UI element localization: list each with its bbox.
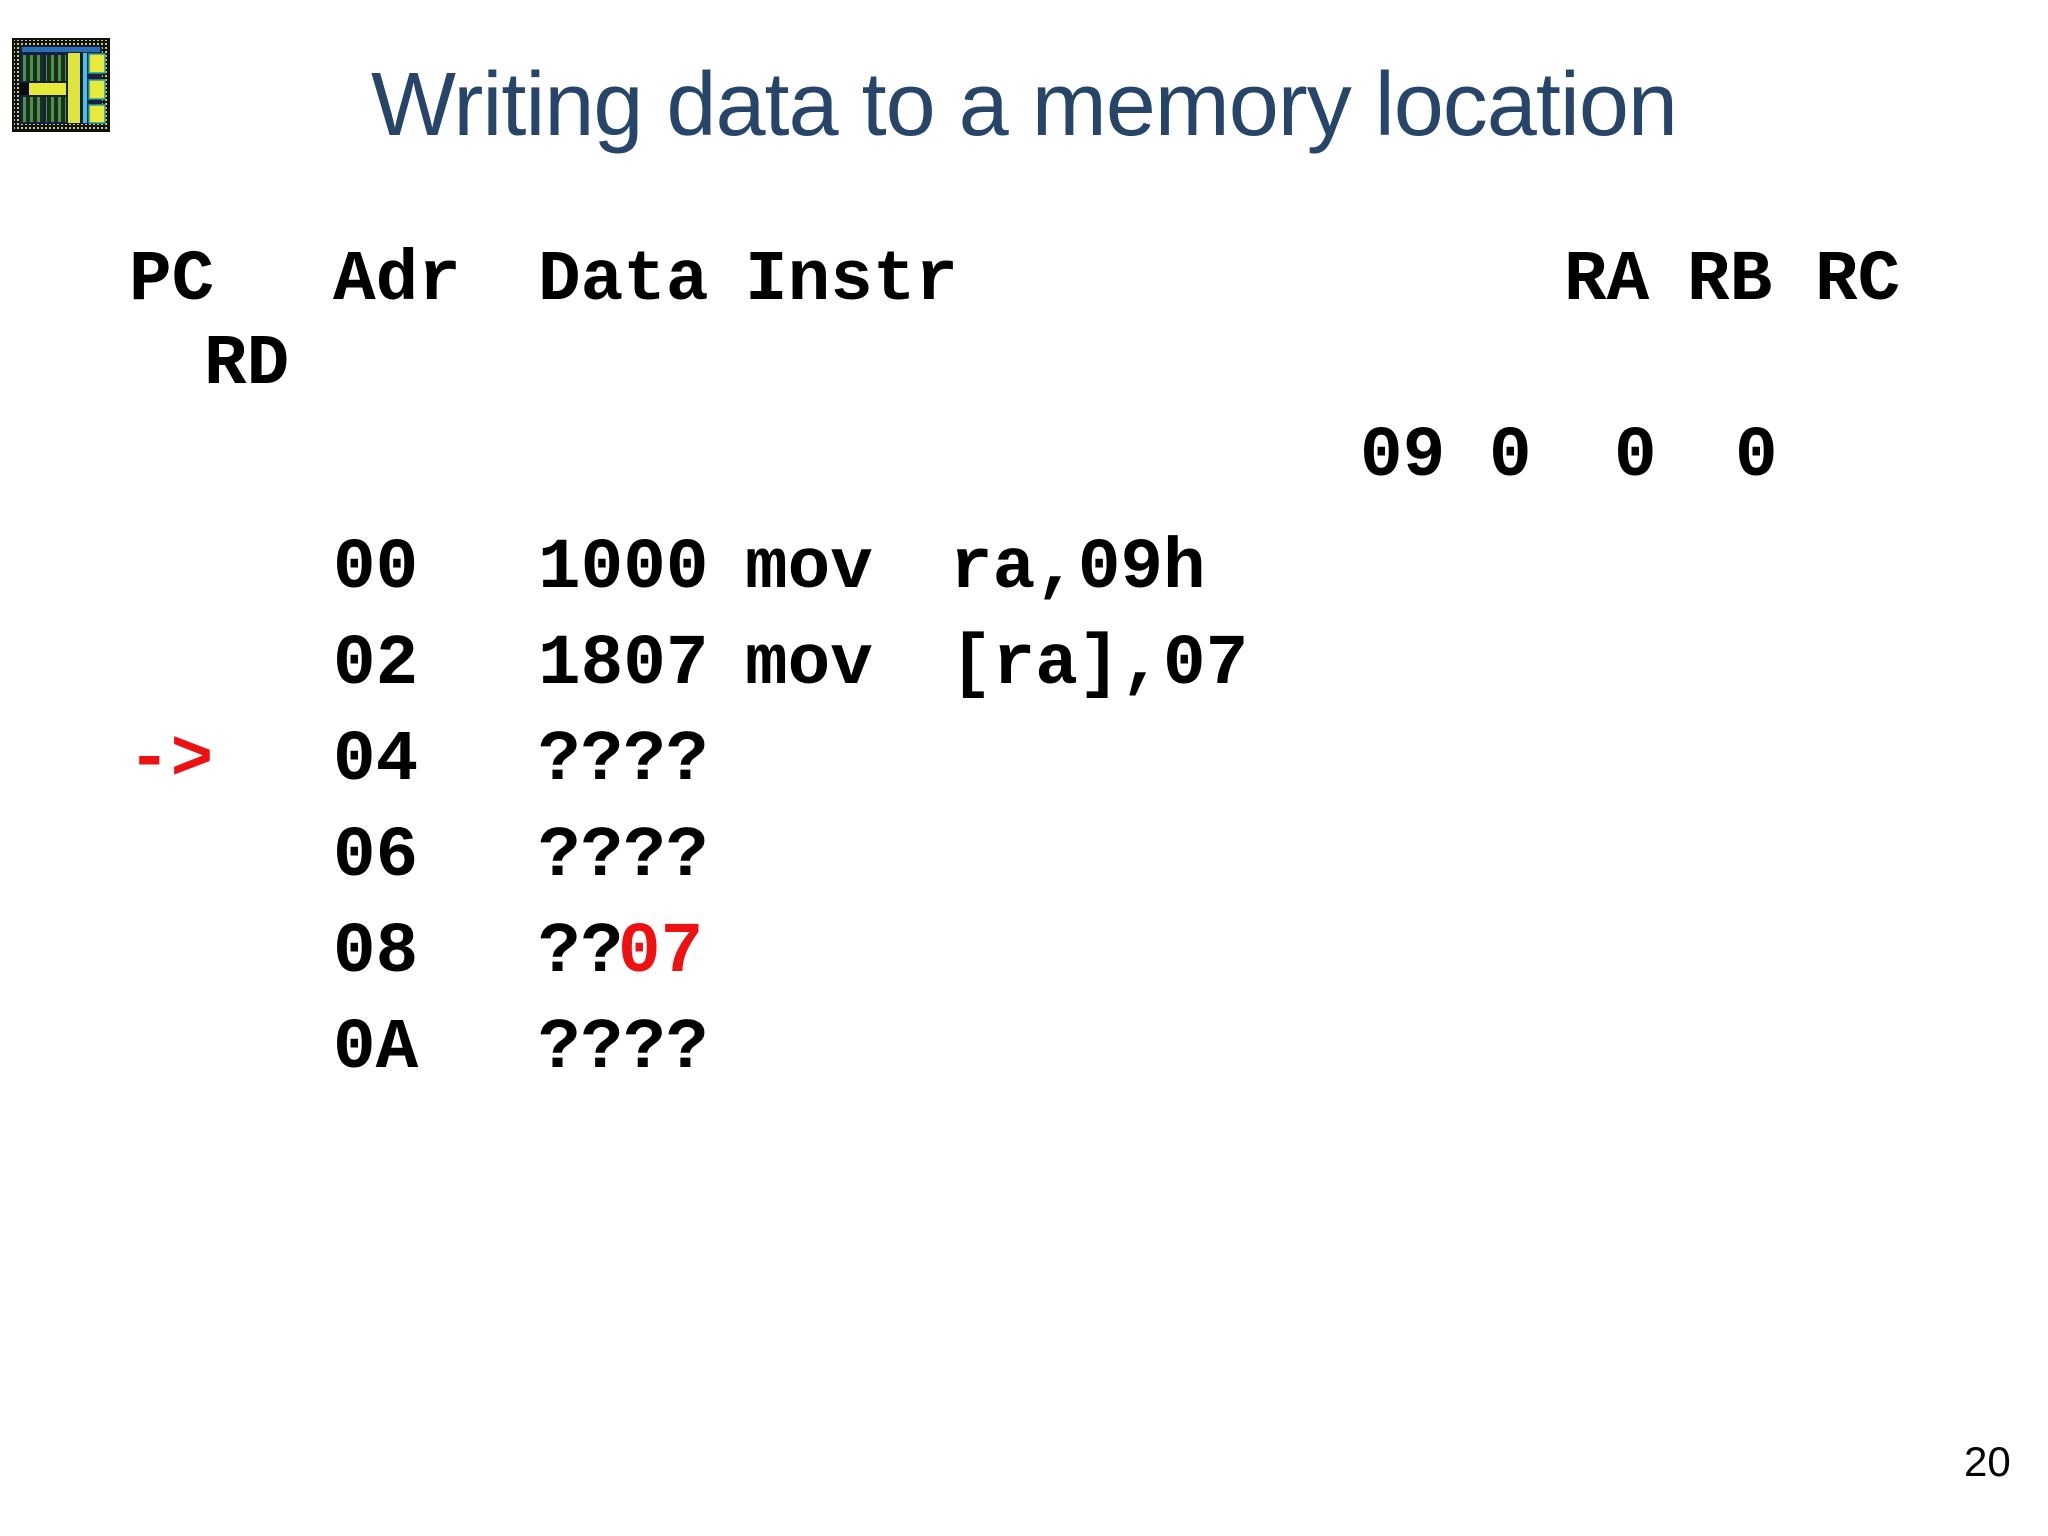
listing-header-row-2: RD (128, 317, 2028, 413)
table-row-written: 08 ?? 07 (128, 905, 2028, 1001)
row-operands: ra,09h (950, 529, 1206, 609)
row-data: ???? (538, 817, 709, 897)
row-data: 1000 (538, 529, 709, 609)
row-adr: 0A (333, 1009, 419, 1089)
microchip-die-icon (12, 38, 110, 132)
row-operands: [ra],07 (950, 625, 1249, 705)
col-header-adr: Adr (333, 241, 461, 321)
page-title: Writing data to a memory location (371, 55, 1678, 155)
col-header-instr: Instr (745, 241, 959, 321)
col-header-rc: RC (1815, 241, 1901, 321)
row-adr: 00 (333, 529, 419, 609)
row-adr: 08 (333, 913, 419, 993)
register-values-row: 09 0 0 0 (128, 409, 2028, 505)
col-header-rb: RB (1687, 241, 1773, 321)
listing-header-row: PC Adr Data Instr RA RB RC (128, 233, 2028, 329)
register-rb-value: 0 (1489, 417, 1532, 497)
row-mnemonic: mov (745, 625, 873, 705)
row-data-written: 07 (618, 913, 704, 993)
col-header-data: Data (538, 241, 709, 321)
pc-pointer-arrow: -> (128, 721, 214, 801)
col-header-rd: RD (204, 325, 290, 405)
page-number: 20 (1964, 1438, 2011, 1485)
col-header-ra: RA (1564, 241, 1650, 321)
register-rd-value: 0 (1735, 417, 1778, 497)
row-data: ???? (538, 1009, 709, 1089)
row-adr: 04 (333, 721, 419, 801)
row-data: ???? (538, 721, 709, 801)
row-data-unknown: ?? (538, 913, 624, 993)
table-row: 0A ???? (128, 1001, 2028, 1097)
table-row: 02 1807 mov [ra],07 (128, 617, 2028, 713)
register-ra-value: 09 (1360, 417, 1446, 497)
row-adr: 02 (333, 625, 419, 705)
col-header-pc: PC (129, 241, 215, 321)
table-row-current: -> 04 ???? (128, 713, 2028, 809)
table-row: 00 1000 mov ra,09h (128, 521, 2028, 617)
table-row: 06 ???? (128, 809, 2028, 905)
register-rc-value: 0 (1614, 417, 1657, 497)
memory-listing: PC Adr Data Instr RA RB RC RD 09 0 0 0 0… (128, 233, 2028, 1133)
row-adr: 06 (333, 817, 419, 897)
row-mnemonic: mov (745, 529, 873, 609)
row-data: 1807 (538, 625, 709, 705)
